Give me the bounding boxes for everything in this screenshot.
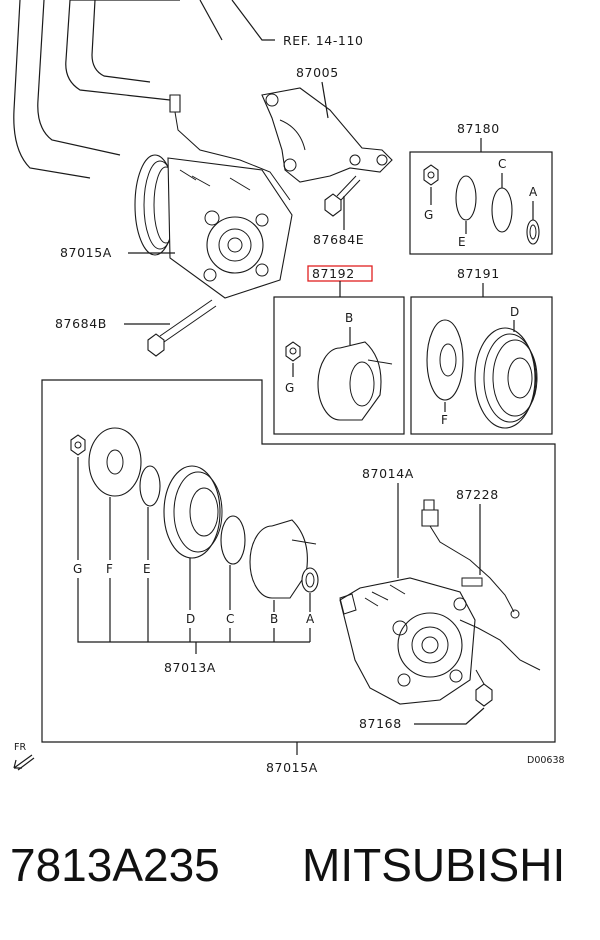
clutch-parts	[70, 427, 319, 599]
part-number: 7813A235	[10, 839, 220, 891]
assembly-frame	[41, 379, 556, 743]
label-87168: 87168	[359, 716, 402, 731]
label-87013A: 87013A	[164, 660, 216, 675]
bolt-87684B	[147, 299, 217, 357]
bracket-87005	[261, 87, 393, 183]
kit-87180-parts	[423, 164, 540, 245]
kit-letter-g: G	[424, 208, 433, 222]
label-87014A: 87014A	[362, 466, 414, 481]
pulley-87191	[426, 319, 538, 429]
kit-letter-c: C	[498, 157, 506, 171]
label-87015A-top: 87015A	[60, 245, 112, 260]
bolt-87168	[475, 669, 493, 707]
kit-letter-e: E	[458, 235, 466, 249]
brand-name: MITSUBISHI	[302, 839, 566, 891]
front-label: FR	[14, 742, 26, 753]
pulley-letter-d: D	[510, 305, 519, 319]
clutch-letter-f: F	[106, 562, 113, 576]
coil-87192	[285, 341, 393, 421]
clutch-letter-a: A	[306, 612, 315, 626]
bolt-87684E	[324, 175, 361, 217]
label-87180: 87180	[457, 121, 500, 136]
label-87228: 87228	[456, 487, 499, 502]
label-87191: 87191	[457, 266, 500, 281]
clutch-letter-g: G	[73, 562, 82, 576]
clutch-letter-b: B	[270, 612, 278, 626]
clutch-letter-e: E	[143, 562, 151, 576]
clutch-letter-d: D	[186, 612, 195, 626]
clutch-letter-c: C	[226, 612, 234, 626]
compressor-body	[339, 577, 541, 705]
belt-outline	[13, 0, 275, 179]
label-87684E: 87684E	[313, 232, 364, 247]
label-87192: 87192	[312, 266, 355, 281]
ref-label: REF. 14-110	[283, 33, 364, 48]
box-87192	[273, 296, 405, 435]
coil-letter-g: G	[285, 381, 294, 395]
kit-letter-a: A	[529, 185, 538, 199]
label-87005: 87005	[296, 65, 339, 80]
parts-diagram: REF. 14-110 87005 87684E 87015A	[13, 0, 565, 775]
label-87015A-bottom: 87015A	[266, 760, 318, 775]
coil-letter-b: B	[345, 311, 353, 325]
compressor-top	[134, 94, 293, 299]
label-87684B: 87684B	[55, 316, 107, 331]
diagram-id: D00638	[527, 755, 565, 766]
pulley-letter-f: F	[441, 413, 448, 427]
box-87191	[410, 296, 553, 435]
